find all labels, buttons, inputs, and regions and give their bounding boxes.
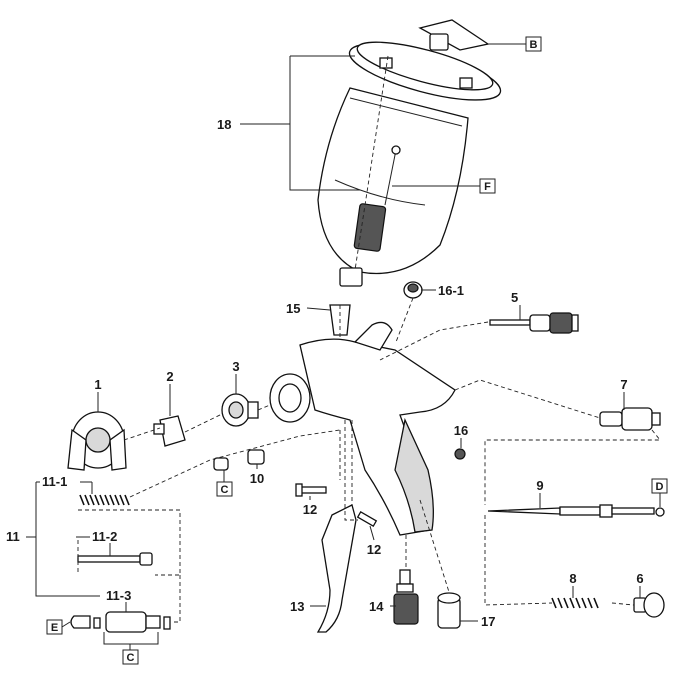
spreader-valve-part [489, 312, 579, 334]
callout-12-upper: 12 [303, 502, 317, 517]
air-valve-part [599, 407, 661, 431]
part-16-1 [403, 281, 423, 299]
air-distribution-ring-part [221, 393, 259, 427]
cup-body-part [317, 87, 469, 287]
fluid-needle-part [487, 504, 655, 518]
callout-11-3: 11-3 [106, 588, 131, 603]
box-label-b: B [530, 39, 538, 51]
spring-8-part [551, 597, 599, 609]
callout-17: 17 [481, 614, 495, 629]
box-label-c-lower: C [127, 652, 135, 664]
cup-filter-part [353, 145, 401, 252]
callout-18: 18 [217, 117, 231, 132]
callout-11-1: 11-1 [42, 474, 67, 489]
callout-13: 13 [290, 599, 304, 614]
callout-8: 8 [569, 571, 576, 586]
assembly-lines [77, 297, 661, 623]
callout-16-1: 16-1 [438, 283, 464, 298]
box-label-f: F [484, 181, 491, 193]
trigger-part [316, 504, 357, 633]
air-valve-14-part [393, 569, 419, 625]
callout-2: 2 [166, 369, 173, 384]
callout-12-lower: 12 [367, 542, 381, 557]
retaining-ring-part [655, 507, 665, 517]
air-cap-part [67, 411, 127, 471]
box-label-e: E [51, 622, 58, 634]
rod-11-2-part [77, 552, 153, 566]
callout-5: 5 [511, 290, 518, 305]
leader-lines [26, 43, 661, 650]
fluid-nozzle-part [153, 415, 186, 447]
callout-labels: 1 2 3 5 6 7 8 9 10 11 11-1 11-2 11-3 12 … [6, 117, 644, 629]
gun-body-part [299, 321, 456, 536]
lid-vent-cap-part [418, 19, 490, 51]
part-16 [454, 448, 466, 460]
needle-adjust-cap-part [633, 592, 665, 618]
boxed-labels: B F C C D E [46, 36, 668, 665]
callout-3: 3 [232, 359, 239, 374]
air-inlet-part [437, 592, 461, 629]
callout-1: 1 [94, 377, 101, 392]
air-cap-retaining-ring-part [269, 373, 311, 423]
cup-axis-line [354, 55, 389, 271]
callout-11-2: 11-2 [92, 529, 117, 544]
callout-15: 15 [286, 301, 300, 316]
callout-11: 11 [6, 529, 20, 544]
trigger-stud-part-a [295, 483, 327, 497]
callout-16: 16 [454, 423, 468, 438]
callout-9: 9 [536, 478, 543, 493]
box-label-d: D [656, 481, 664, 493]
valve-11-3-part [70, 611, 171, 633]
box-label-c-upper: C [221, 484, 229, 496]
callout-7: 7 [620, 377, 627, 392]
screw-part [213, 457, 229, 471]
callout-14: 14 [369, 599, 384, 614]
spring-11-1-part [79, 494, 130, 506]
trigger-stud-part-b [356, 511, 378, 527]
part-10 [247, 449, 265, 465]
callout-10: 10 [250, 471, 264, 486]
callout-6: 6 [636, 571, 643, 586]
